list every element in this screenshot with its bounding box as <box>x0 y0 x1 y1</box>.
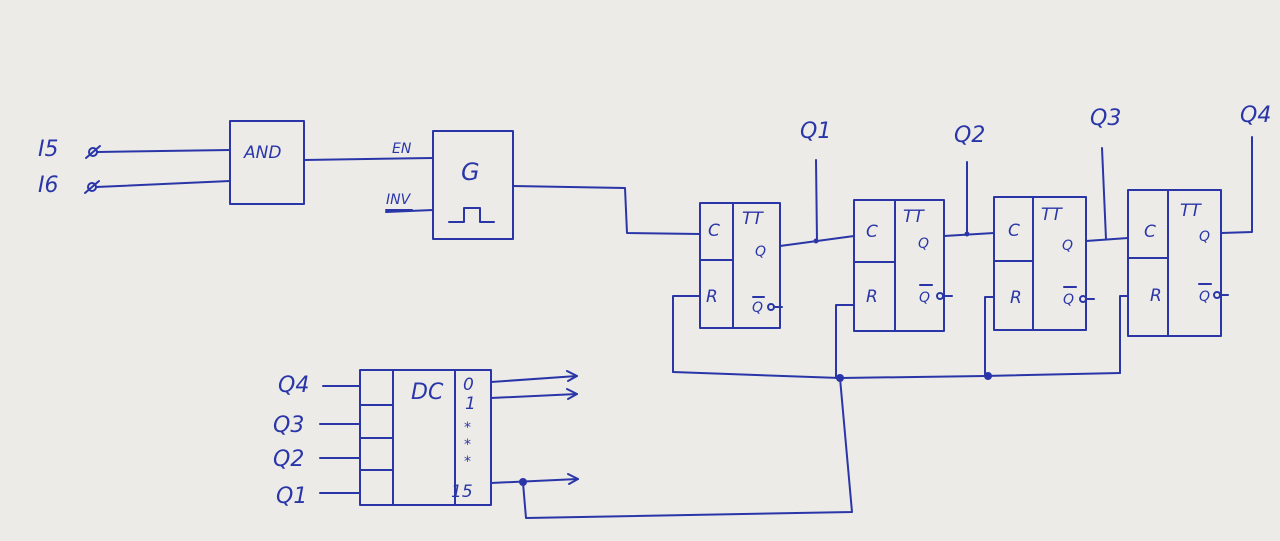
wire-i6-and <box>95 180 231 188</box>
decoder: DC Q4 Q3 Q2 Q1 0 1 * * * 15 <box>273 369 579 509</box>
flipflop-4-output-label: Q4 <box>1240 103 1271 128</box>
reset-bus <box>522 371 1121 519</box>
flipflop-1-q-label: Q <box>755 244 766 260</box>
wire-i5-and <box>96 149 231 153</box>
and-gate: AND <box>229 120 434 205</box>
wire-ff1-reset <box>672 295 701 373</box>
wire-ff3-reset <box>984 296 995 377</box>
flipflop-1-type: TT <box>742 209 764 229</box>
decoder-input-q2: Q2 <box>273 447 304 472</box>
decoder-output-dots-1: * <box>464 420 471 436</box>
and-gate-box <box>229 120 305 205</box>
flipflop-3-c-label: C <box>1008 221 1020 241</box>
generator-symbol: G <box>461 158 480 186</box>
wire-dc-out-15 <box>490 478 579 484</box>
flipflop-4-box <box>1127 189 1222 337</box>
flipflop-1-c-label: C <box>708 221 720 241</box>
flipflop-3-type: TT <box>1041 205 1063 225</box>
wire-and-en <box>303 157 434 161</box>
reset-bus-line <box>672 371 1121 379</box>
flipflop-2-box <box>853 199 945 332</box>
decoder-output-15: 15 <box>451 482 473 502</box>
wire-dc-out-0 <box>490 375 578 383</box>
flipflop-1-r-label: R <box>706 287 718 307</box>
decoder-label: DC <box>411 380 444 405</box>
decoder-output-0: 0 <box>463 375 474 395</box>
junction-dc15 <box>519 478 527 486</box>
input-i5-label: I5 <box>38 137 59 162</box>
flipflop-3: C TT Q R Q Q3 <box>984 106 1129 377</box>
flipflop-2-c-label: C <box>866 222 878 242</box>
generator-inv-label: INV <box>386 192 412 208</box>
flipflop-2-type: TT <box>903 207 925 227</box>
junction-reset-2 <box>984 372 992 380</box>
decoder-output-1: 1 <box>465 394 476 414</box>
flipflop-1-output-label: Q1 <box>800 119 831 144</box>
wire-ff2-reset <box>835 304 855 379</box>
flipflop-2-q-label: Q <box>918 236 929 252</box>
pulse-icon <box>448 207 495 223</box>
flipflop-3-r-label: R <box>1010 288 1022 308</box>
flipflop-2-qbar-label: Q <box>919 290 930 306</box>
decoder-input-q4: Q4 <box>278 373 309 398</box>
wire-q1-out <box>815 159 818 242</box>
wire-ff4-reset <box>1119 295 1129 374</box>
decoder-input-q1: Q1 <box>276 484 307 509</box>
flipflop-4-qbar-label: Q <box>1199 289 1210 305</box>
wire-q3-out <box>1101 147 1107 240</box>
flipflop-4-q-label: Q <box>1199 229 1210 245</box>
flipflop-3-box <box>993 196 1087 331</box>
flipflop-3-qbar-label: Q <box>1063 292 1074 308</box>
flipflop-2: C TT Q R Q Q2 <box>835 123 995 379</box>
wire-dc15-reset <box>522 377 853 519</box>
decoder-input-q3: Q3 <box>273 413 304 438</box>
decoder-output-dots-3: * <box>464 454 471 470</box>
flipflop-4-type: TT <box>1180 201 1202 221</box>
wire-inv <box>385 209 434 213</box>
wire-ff3-ff4 <box>1085 237 1129 242</box>
generator: EN INV G <box>385 130 701 240</box>
generator-en-label: EN <box>392 141 412 157</box>
flipflop-3-output-label: Q3 <box>1090 106 1121 131</box>
wire-q4-out <box>1220 136 1253 234</box>
flipflop-3-q-label: Q <box>1062 238 1073 254</box>
flipflop-2-r-label: R <box>866 287 878 307</box>
wire-gen-ff1 <box>512 185 701 235</box>
flipflop-4-c-label: C <box>1144 222 1156 242</box>
and-gate-label: AND <box>243 143 281 163</box>
wire-dc-out-1 <box>490 393 578 399</box>
input-i6: I6 <box>38 173 231 198</box>
flipflop-1: C TT Q R Q Q1 <box>672 119 855 373</box>
input-i5: I5 <box>38 137 231 162</box>
flipflop-4-r-label: R <box>1150 286 1162 306</box>
flipflop-2-output-label: Q2 <box>954 123 985 148</box>
input-i6-label: I6 <box>38 173 59 198</box>
flipflop-1-box <box>699 202 781 329</box>
flipflop-4: C TT Q R Q Q4 <box>1119 103 1271 374</box>
decoder-output-dots-2: * <box>464 437 471 453</box>
flipflop-1-qbar-label: Q <box>752 300 763 316</box>
